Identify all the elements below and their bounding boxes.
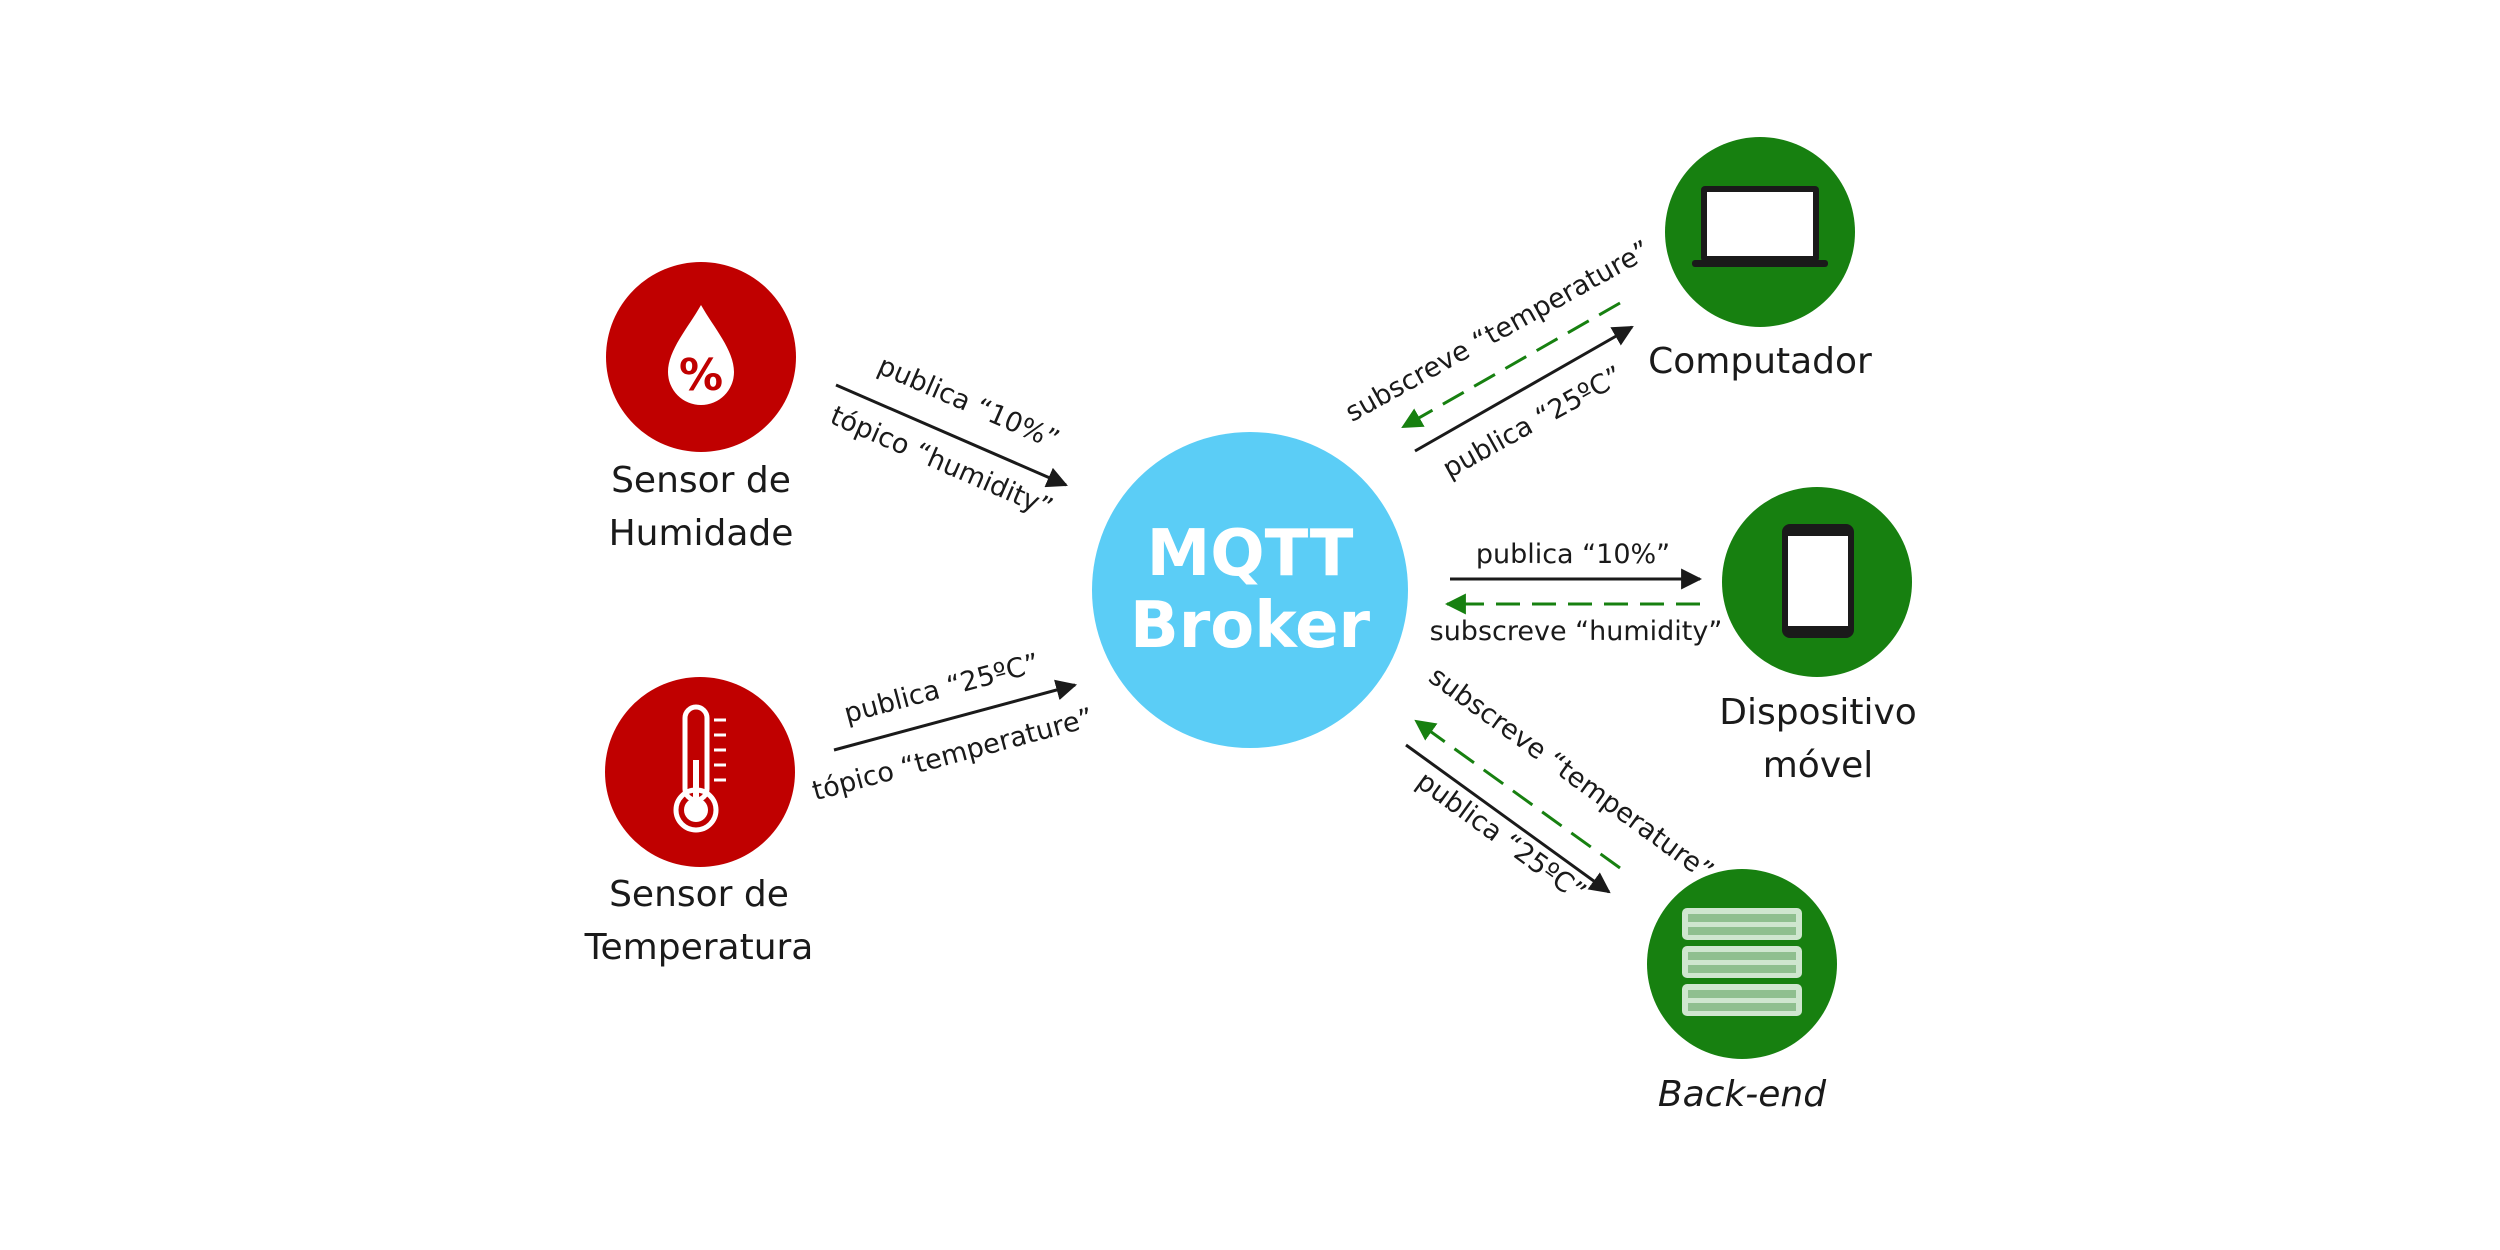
thermometer-icon — [673, 704, 726, 833]
backend-publish-arrow — [1405, 743, 1611, 894]
backend-node: Back-end — [1647, 869, 1837, 1115]
backend-edges: subscreve “temperature” publica “25ºC” — [1405, 661, 1719, 909]
computer-publish-arrow — [1414, 325, 1634, 453]
backend-subscribe-arrow — [1414, 719, 1621, 870]
mobile-device-label-line1: Dispositivo — [1719, 692, 1917, 733]
humidity-sensor-node: % Sensor de Humidade — [606, 262, 796, 554]
temperature-publish-edge: publica “25ºC” tópico “temperature” — [809, 648, 1097, 807]
computer-node: Computador — [1648, 137, 1872, 382]
server-rack-icon — [1682, 908, 1802, 1016]
humidity-publish-arrow — [835, 383, 1068, 488]
computer-label: Computador — [1648, 341, 1872, 382]
humidity-sensor-label-line1: Sensor de — [611, 460, 791, 501]
backend-subscribe-label: subscreve “temperature” — [1423, 661, 1719, 888]
mobile-publish-label: publica “10%” — [1476, 539, 1670, 570]
computer-subscribe-label: subscreve “temperature” — [1340, 235, 1655, 429]
broker-circle — [1092, 432, 1408, 748]
humidity-publish-edge: publica “10%” tópico “humidity” — [826, 350, 1068, 524]
temperature-sensor-label-line2: Temperatura — [584, 927, 814, 968]
mqtt-broker: MQTT Broker — [1092, 432, 1408, 748]
humidity-icon-percent: % — [679, 350, 723, 401]
temperature-sensor-label-line1: Sensor de — [609, 874, 789, 915]
water-drop-percent-icon: % — [668, 305, 734, 405]
broker-label-line2: Broker — [1130, 589, 1371, 663]
laptop-icon — [1692, 186, 1828, 267]
computer-subscribe-arrow — [1401, 301, 1621, 429]
temperature-publish-arrow — [833, 679, 1078, 752]
broker-label-line1: MQTT — [1147, 517, 1354, 591]
mobile-device-node: Dispositivo móvel — [1719, 487, 1917, 786]
mobile-subscribe-label: subscreve “humidity” — [1430, 616, 1723, 647]
backend-label: Back-end — [1658, 1074, 1827, 1115]
temperature-sensor-circle — [605, 677, 795, 867]
computer-edges: subscreve “temperature” publica “25ºC” — [1340, 235, 1655, 485]
temperature-sensor-node: Sensor de Temperatura — [584, 677, 814, 968]
humidity-sensor-label-line2: Humidade — [609, 513, 794, 554]
tablet-icon — [1782, 524, 1854, 638]
mobile-device-label-line2: móvel — [1763, 745, 1874, 786]
temperature-publish-label: publica “25ºC” — [841, 648, 1043, 730]
mobile-edges: publica “10%” subscreve “humidity” — [1430, 539, 1723, 647]
